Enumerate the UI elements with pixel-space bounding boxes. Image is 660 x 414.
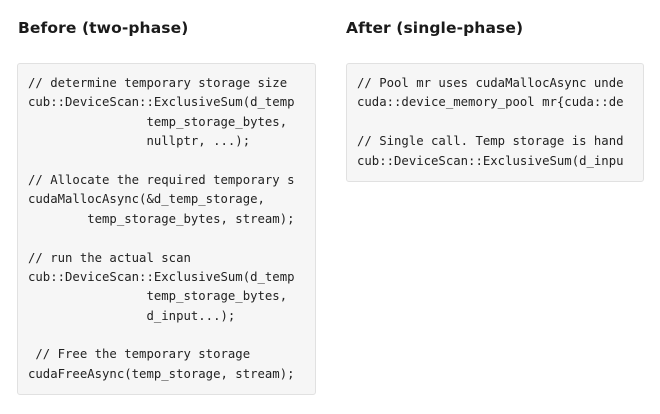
code-line: [28, 152, 295, 171]
code-line: cudaFreeAsync(temp_storage, stream);: [28, 366, 295, 381]
code-line: cub::DeviceScan::ExclusiveSum(d_temp: [28, 269, 295, 284]
code-line: // run the actual scan: [28, 250, 191, 265]
code-line: // Pool mr uses cudaMallocAsync unde: [357, 76, 624, 90]
before-heading: Before (two-phase): [18, 19, 189, 37]
code-line: // determine temporary storage size: [28, 76, 288, 90]
after-code: // Pool mr uses cudaMallocAsync unde cuda…: [357, 74, 624, 171]
code-line: temp_storage_bytes,: [28, 114, 288, 129]
code-line: cuda::device_memory_pool mr{cuda::de: [357, 95, 624, 110]
code-line: // Free the temporary storage: [28, 347, 251, 362]
code-line: [28, 326, 295, 345]
after-heading: After (single-phase): [346, 19, 524, 37]
code-line: cudaMallocAsync(&d_temp_storage,: [28, 192, 265, 207]
code-line: cub::DeviceScan::ExclusiveSum(d_inpu: [357, 153, 624, 168]
code-line: d_input...);: [28, 308, 236, 323]
code-line: temp_storage_bytes, stream);: [28, 211, 295, 226]
code-line: cub::DeviceScan::ExclusiveSum(d_temp: [28, 95, 295, 110]
code-line: nullptr, ...);: [28, 134, 251, 149]
code-line: [28, 229, 295, 248]
code-line: temp_storage_bytes,: [28, 289, 288, 304]
code-line: // Allocate the required temporary s: [28, 172, 295, 187]
after-code-block: // Pool mr uses cudaMallocAsync unde cuda…: [346, 63, 644, 182]
code-line: // Single call. Temp storage is hand: [357, 134, 624, 149]
code-line: [357, 113, 624, 132]
